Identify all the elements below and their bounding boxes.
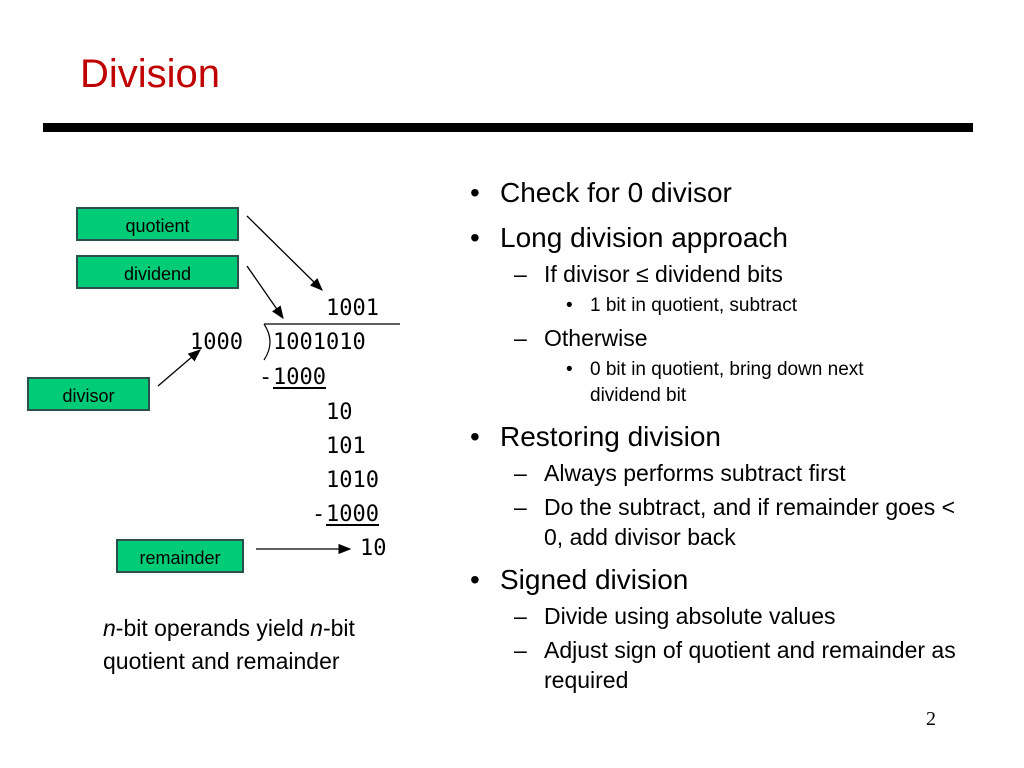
quotient-arrow [246, 215, 323, 291]
sub-bullet-item: Divide using absolute values [470, 601, 1022, 631]
partial-remainder: 1010 [326, 468, 379, 493]
bullet-list: Check for 0 divisor Long division approa… [470, 176, 1022, 695]
minus-sign: - [312, 502, 326, 527]
divisor-value: 1000 [190, 330, 243, 355]
caption-text: -bit operands yield [115, 615, 311, 641]
caption-text: -bit quotient and remainder [103, 615, 355, 674]
partial-remainder: 101 [326, 434, 366, 459]
sub-bullet-item: Otherwise [470, 323, 1022, 353]
caption-n: n [103, 615, 116, 641]
subtract-value: 1000 [326, 502, 379, 527]
subtract-value: 1000 [273, 365, 326, 390]
bullet-item: Long division approach [470, 221, 1022, 255]
sub-bullet-item: Do the subtract, and if remainder goes <… [470, 492, 969, 552]
divisor-arrow [157, 349, 201, 387]
slide-title: Division [80, 52, 221, 96]
sub-bullet-item: Always performs subtract first [470, 458, 1022, 488]
sub-bullet-item: Adjust sign of quotient and remainder as… [470, 635, 1024, 695]
bullet-item: Restoring division [470, 420, 1022, 454]
operands-caption: n-bit operands yield n-bit quotient and … [103, 612, 433, 678]
quotient-value: 1001 [326, 296, 379, 321]
dividend-label: dividend [76, 255, 239, 289]
dividend-arrow [246, 265, 284, 320]
bullet-item: Check for 0 divisor [470, 176, 1022, 210]
divisor-label: divisor [27, 377, 150, 411]
partial-remainder: 10 [326, 400, 353, 425]
title-divider [43, 123, 973, 132]
division-bracket [263, 323, 271, 361]
caption-n: n [310, 615, 323, 641]
remainder-label: remainder [116, 539, 244, 573]
minus-sign: - [259, 365, 273, 390]
sub-sub-bullet-item: 0 bit in quotient, bring down next divid… [470, 357, 890, 409]
sub-bullet-item: If divisor ≤ dividend bits [470, 259, 1022, 289]
final-remainder: 10 [360, 536, 387, 561]
quotient-label: quotient [76, 207, 239, 241]
dividend-value: 1001010 [273, 330, 366, 355]
sub-sub-bullet-item: 1 bit in quotient, subtract [470, 293, 1022, 319]
bullet-item: Signed division [470, 563, 1022, 597]
page-number: 2 [926, 708, 936, 730]
